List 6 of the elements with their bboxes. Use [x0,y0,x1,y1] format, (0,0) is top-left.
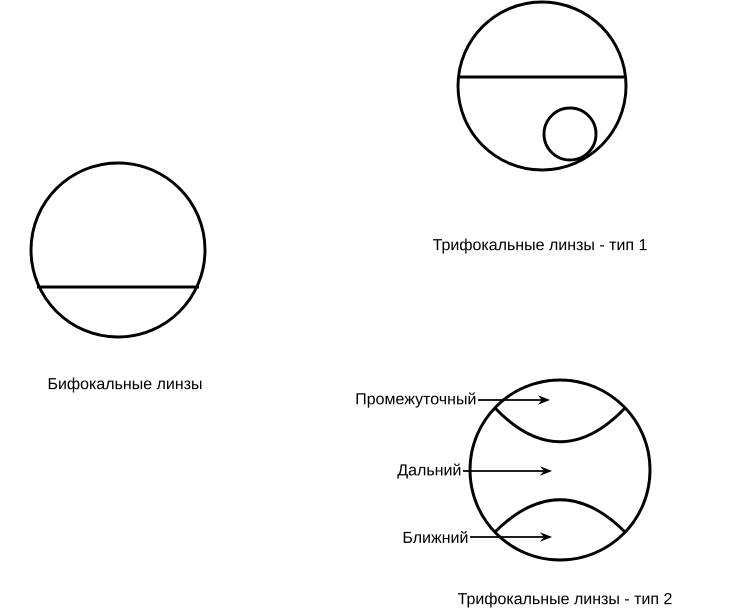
caption: Трифокальные линзы - тип 1 [432,238,647,254]
caption: Бифокальные линзы [48,378,202,392]
caption: Трифокальные линзы - тип 2 [458,592,672,608]
label-text: Ближний [404,530,468,543]
label-text: Промежуточный [356,392,476,408]
label-text: Дальний [397,463,460,479]
